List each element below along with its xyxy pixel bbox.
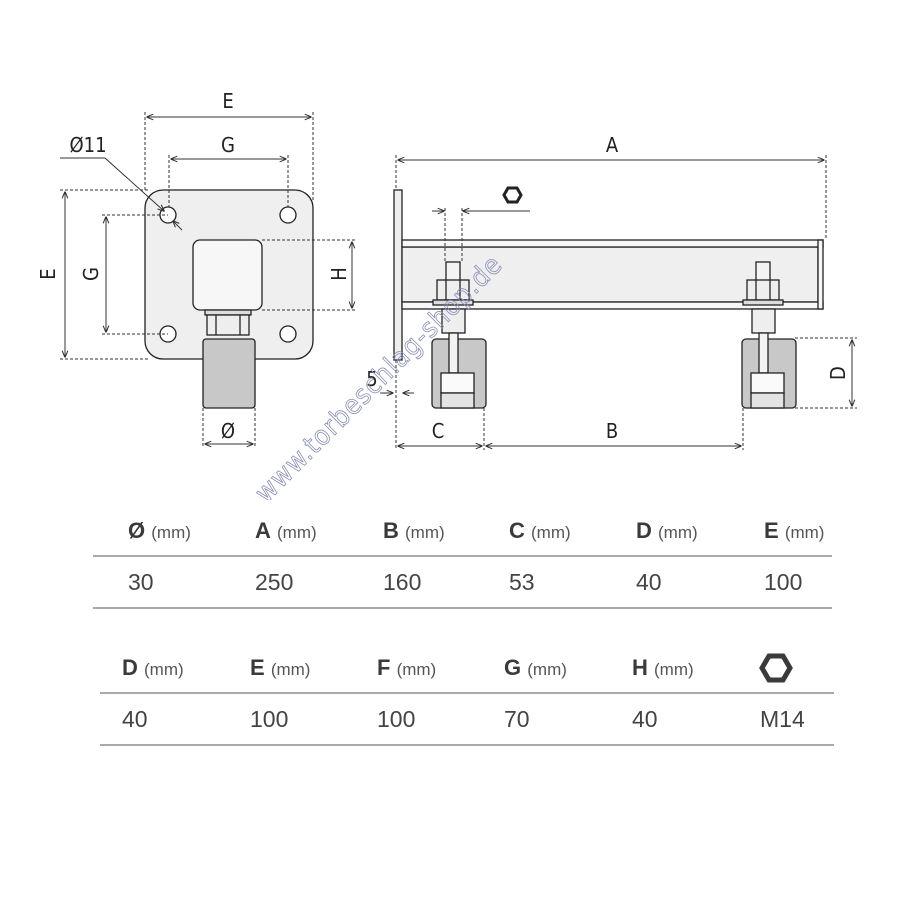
- washer: [204, 309, 252, 316]
- nut: [206, 314, 250, 336]
- table-cell: 40: [632, 706, 658, 732]
- dim-label-g-side: G: [79, 267, 103, 281]
- table-header: B (mm): [383, 518, 445, 543]
- dim-label-d: D: [826, 366, 850, 380]
- table-cell: M14: [760, 706, 805, 732]
- table-header: G (mm): [504, 655, 567, 680]
- dim-label-h: H: [327, 267, 351, 281]
- table-header: D (mm): [636, 518, 698, 543]
- table-cell: 160: [383, 569, 422, 595]
- front-view: E G Ø11 E G H Ø: [36, 89, 356, 448]
- divider: [100, 692, 834, 694]
- table-header: A (mm): [255, 518, 317, 543]
- table-cell: 30: [128, 569, 154, 595]
- beam-section: [192, 239, 263, 311]
- hole-dia-label: Ø11: [69, 133, 106, 157]
- table-cell: 100: [377, 706, 416, 732]
- table-cell: 100: [764, 569, 803, 595]
- technical-drawing: E G Ø11 E G H Ø: [36, 89, 857, 500]
- table-cell: 250: [255, 569, 294, 595]
- dim-label-plate-thickness: 5: [366, 367, 377, 391]
- wheel: [202, 338, 256, 409]
- table-cell: 100: [250, 706, 289, 732]
- table-header: C (mm): [509, 518, 571, 543]
- dim-label-wheel-dia: Ø: [221, 419, 235, 443]
- bolt-wheel-assembly: [431, 261, 487, 409]
- beam-top-flange: [401, 239, 824, 248]
- dim-label-g: G: [221, 133, 235, 157]
- divider: [93, 607, 832, 609]
- dim-label-c: C: [432, 419, 445, 443]
- table-cell: 53: [509, 569, 535, 595]
- dim-label-e-side: E: [36, 268, 60, 279]
- table-cell: 70: [504, 706, 530, 732]
- hex-nut-icon: [502, 186, 523, 204]
- table-header: F (mm): [377, 655, 437, 680]
- dim-label-a: A: [606, 133, 619, 157]
- mount-hole: [279, 325, 297, 343]
- divider: [100, 744, 834, 746]
- hex-nut-icon: [759, 653, 793, 683]
- table-header: E (mm): [250, 655, 311, 680]
- side-view: A C B D 5: [366, 133, 857, 450]
- mount-hole: [279, 206, 297, 224]
- table-cell: 40: [636, 569, 662, 595]
- divider: [93, 555, 832, 557]
- table-header: E (mm): [764, 518, 825, 543]
- table-cell: 40: [122, 706, 148, 732]
- dim-label-e: E: [222, 89, 233, 113]
- table-header: Ø (mm): [128, 518, 191, 543]
- table-header: H (mm): [632, 655, 694, 680]
- dim-label-b: B: [606, 419, 618, 443]
- table-header: D (mm): [122, 655, 184, 680]
